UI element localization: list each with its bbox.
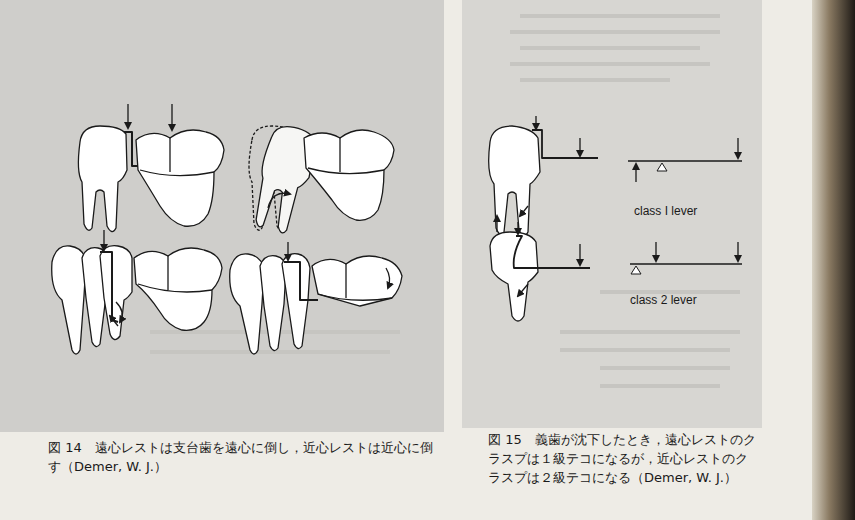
figure-panel [462, 0, 762, 428]
tooth-drawing [52, 123, 402, 354]
figure-panel [0, 0, 444, 432]
show-through [150, 14, 740, 388]
lever-label: class 2 lever [630, 293, 697, 308]
figure-caption: 図 15 義歯が沈下したとき，遠心レストのクラスプは１級テコになるが，近心レスト… [488, 430, 760, 487]
figure-caption: 図 14 遠心レストは支台歯を遠心に倒し，近心レストは近心に倒す（Demer, … [48, 438, 443, 476]
lever-label: class I lever [634, 204, 697, 219]
tooth-drawing [489, 126, 598, 321]
force-arrow [104, 104, 390, 288]
force-arrow [497, 116, 580, 296]
lever-diagram [628, 138, 742, 274]
book-spine [812, 0, 855, 520]
